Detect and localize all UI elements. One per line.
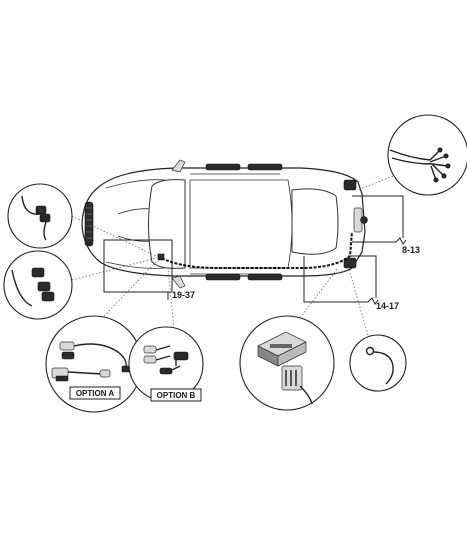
option-b-tag: OPTION B	[150, 388, 202, 402]
wiring-harness	[161, 231, 353, 269]
wheel-front-right	[205, 273, 241, 281]
wheel-front-left	[205, 163, 241, 171]
towbar-ball	[360, 216, 368, 224]
detail-connector-clips-upper	[7, 183, 73, 249]
rear-window	[291, 188, 339, 255]
option-a-tag: OPTION A	[69, 386, 121, 400]
detail-connector-clips-lower	[3, 250, 73, 320]
front-harness-label: 19-37	[172, 290, 195, 300]
front-callout-box	[103, 239, 173, 293]
right-harness-label: 14-17	[376, 301, 399, 311]
right-mirror	[171, 275, 186, 289]
wheel-rear-right	[247, 273, 283, 281]
rear-connector-label: 8-13	[402, 245, 420, 255]
option-a-label: OPTION A	[76, 389, 115, 398]
detail-wire-bundle	[387, 114, 467, 196]
car-top-view	[81, 159, 368, 289]
front-module	[157, 253, 165, 261]
windshield	[148, 179, 186, 269]
left-mirror	[171, 159, 186, 173]
tail-light-right	[343, 257, 357, 269]
detail-ground-wire	[349, 334, 407, 392]
detail-control-module	[239, 315, 335, 411]
option-b-label: OPTION B	[157, 391, 196, 400]
detail-option-b	[128, 326, 204, 402]
wheel-rear-left	[247, 163, 283, 171]
tail-light-left	[343, 179, 357, 191]
